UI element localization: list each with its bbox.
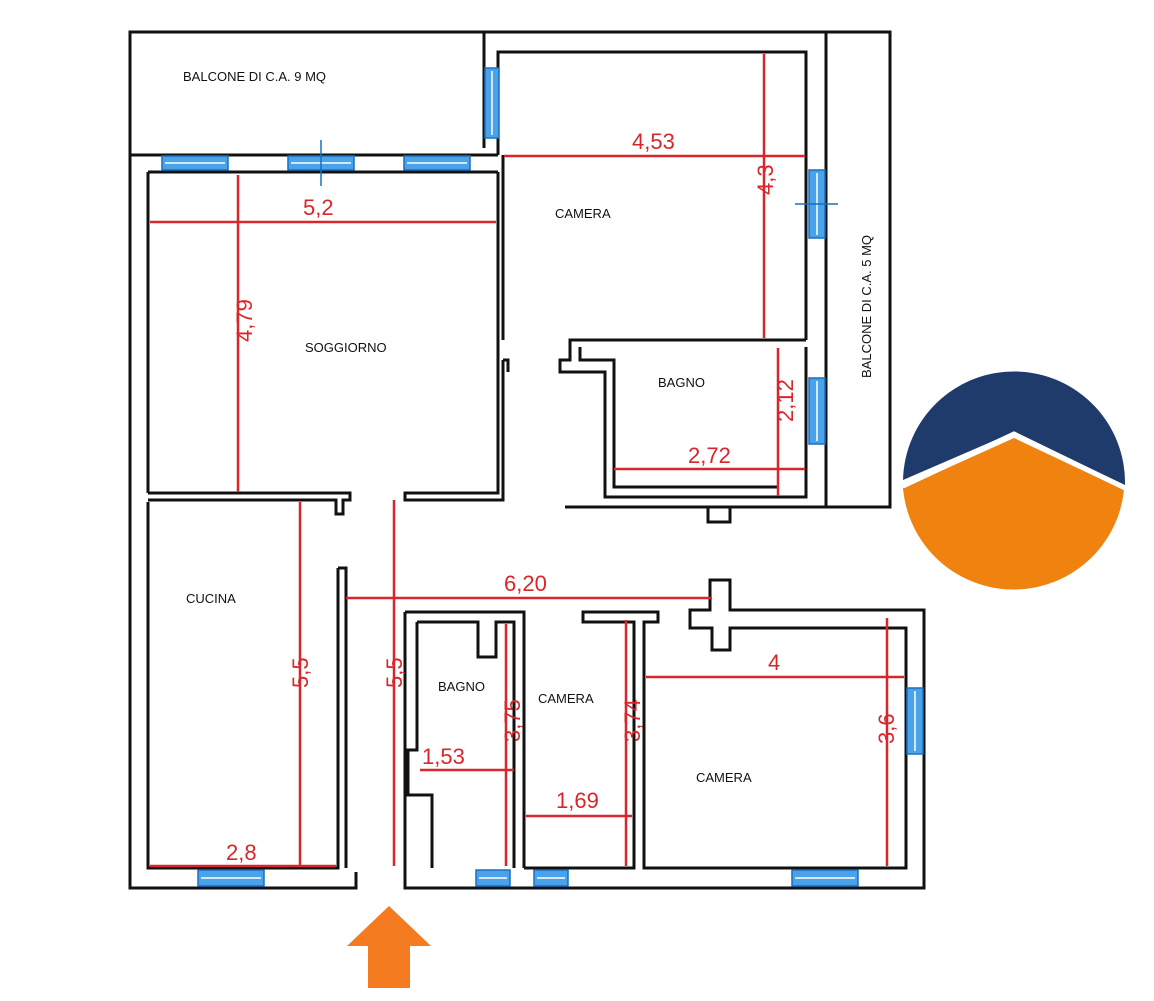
dim-bagno-top-height: 2,12 — [773, 379, 798, 422]
dim-camera-mid-width: 1,69 — [556, 788, 599, 813]
label-bagno-top: BAGNO — [658, 375, 705, 390]
label-camera-top: CAMERA — [555, 206, 611, 221]
dimension-labels: 5,2 4,79 4,53 4,3 2,72 2,12 6,20 5,5 5,5… — [226, 129, 899, 865]
windows — [161, 67, 924, 887]
dim-bagno-top-width: 2,72 — [688, 443, 731, 468]
dim-soggiorno-width: 5,2 — [303, 195, 334, 220]
label-balcone-9: BALCONE DI C.A. 9 MQ — [183, 69, 326, 84]
dim-soggiorno-height: 4,79 — [232, 299, 257, 342]
dim-corridor-width: 6,20 — [504, 571, 547, 596]
label-cucina: CUCINA — [186, 591, 236, 606]
dim-camera-top-height: 4,3 — [753, 164, 778, 195]
label-camera-mid: CAMERA — [538, 691, 594, 706]
walls — [128, 30, 926, 890]
label-camera-right: CAMERA — [696, 770, 752, 785]
dim-camera-top-width: 4,53 — [632, 129, 675, 154]
room-labels: BALCONE DI C.A. 9 MQ BALCONE DI C.A. 5 M… — [183, 69, 874, 785]
dim-cucina-width: 2,8 — [226, 840, 257, 865]
dim-corridor-height: 5,5 — [382, 657, 407, 688]
dim-camera-right-height: 3,6 — [874, 713, 899, 744]
dim-camera-right-width: 4 — [768, 650, 780, 675]
dim-bagno-bottom-width: 1,53 — [422, 744, 465, 769]
label-bagno-bottom: BAGNO — [438, 679, 485, 694]
dimension-lines — [150, 54, 904, 868]
company-logo — [901, 371, 1127, 590]
dim-cucina-height: 5,5 — [288, 657, 313, 688]
label-balcone-5: BALCONE DI C.A. 5 MQ — [859, 235, 874, 378]
arrow-up-icon — [347, 906, 431, 988]
dim-bagno-bottom-height: 3,75 — [500, 699, 525, 742]
dim-camera-mid-height: 3,74 — [620, 699, 645, 742]
label-soggiorno: SOGGIORNO — [305, 340, 387, 355]
